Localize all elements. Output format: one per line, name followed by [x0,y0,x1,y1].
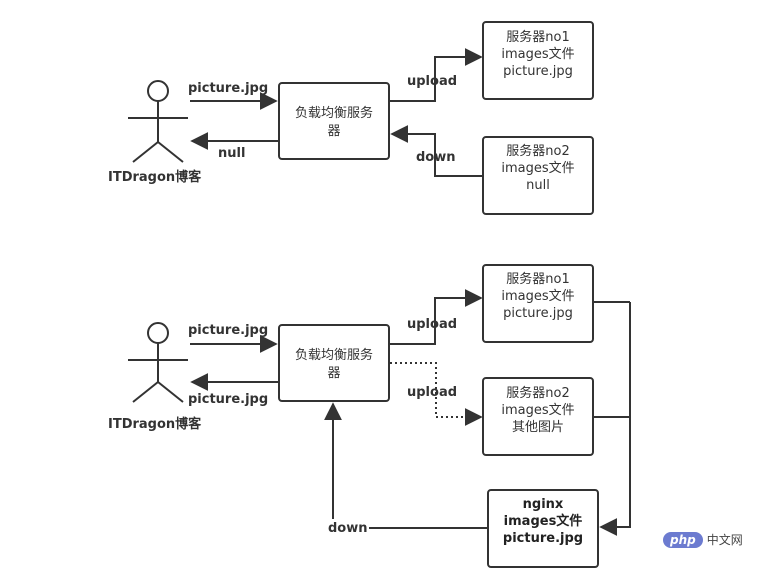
upload-arrow-2a [390,289,483,345]
watermark-text: 中文网 [706,533,743,547]
server1-text-2b: images文件 [501,289,574,304]
sync-arrow-nginx [599,302,631,536]
down-label-1: down [416,150,456,165]
server1-box-2 [482,264,594,343]
upload-label-2b: upload [407,385,457,400]
load-balancer-box-2 [278,324,390,402]
server2-text-2c: 其他图片 [512,420,564,435]
load-balancer-text-2b: 器 [327,366,340,381]
down-arrow-1 [390,125,483,177]
load-balancer-text-1b: 器 [327,124,340,139]
load-balancer-box-1 [278,82,390,160]
server1-text-2c: picture.jpg [503,306,573,321]
actor-figure-2 [128,322,188,403]
nginx-text-a: nginx [523,497,564,512]
response-label-1: null [218,146,245,161]
watermark: php 中文网 [663,531,743,548]
request-label-1: picture.jpg [188,81,268,96]
server2-text-1c: null [526,178,550,193]
server2-box-2 [482,377,594,456]
server2-box-1 [482,136,594,215]
actor-figure-1 [128,80,188,163]
response-label-2: picture.jpg [188,392,268,407]
server1-box-1 [482,21,594,100]
upload-label-1: upload [407,74,457,89]
php-logo: php [663,531,703,548]
upload-arrow-1 [390,48,483,102]
nginx-box [487,489,599,568]
server2-text-1a: 服务器no2 [506,143,569,159]
nginx-text-b: images文件 [504,513,583,529]
server1-text-1b: images文件 [501,47,574,62]
down-arrow-2 [324,402,487,529]
server1-text-1c: picture.jpg [503,64,573,79]
server2-text-2a: 服务器no2 [506,385,569,401]
server1-text-1a: 服务器no1 [506,29,569,45]
server2-text-1b: images文件 [501,161,574,176]
load-balancer-text-1a: 负载均衡服务 [295,105,373,121]
actor-label-1: ITDragon博客 [108,169,202,185]
request-label-2: picture.jpg [188,323,268,338]
actor-label-2: ITDragon博客 [108,416,202,432]
down-label-2: down [328,521,368,536]
load-balancer-text-2a: 负载均衡服务 [295,347,373,363]
upload-label-2a: upload [407,317,457,332]
server1-text-2a: 服务器no1 [506,271,569,287]
nginx-text-c: picture.jpg [503,531,583,546]
server2-text-2b: images文件 [501,403,574,418]
